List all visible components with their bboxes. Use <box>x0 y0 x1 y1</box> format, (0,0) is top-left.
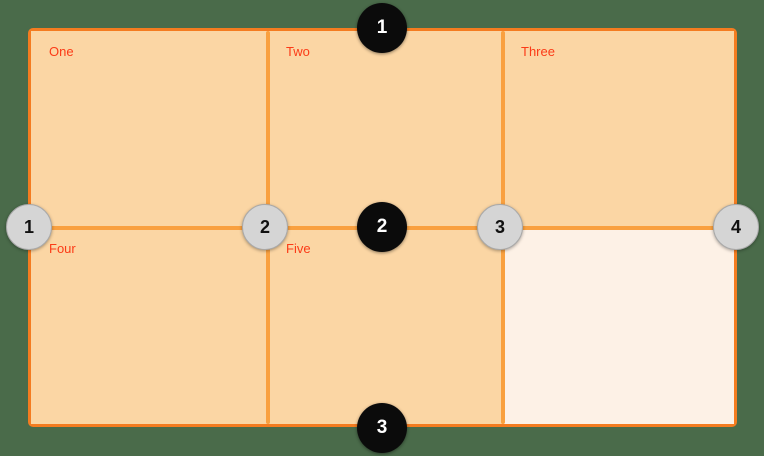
row-node-2-label: 2 <box>259 216 270 237</box>
cell-label-three: Three <box>521 44 555 59</box>
row-node-2[interactable]: 2 <box>242 204 288 250</box>
cell-label-two: Two <box>286 44 310 59</box>
row-node-3-label: 3 <box>494 216 505 237</box>
column-node-2-label: 2 <box>376 216 388 237</box>
row-node-1[interactable]: 1 <box>6 204 52 250</box>
cell-one[interactable]: One <box>31 31 268 228</box>
row-node-4-label: 4 <box>730 216 741 237</box>
row-node-3[interactable]: 3 <box>477 204 523 250</box>
column-node-1-label: 1 <box>376 17 388 38</box>
cell-two[interactable]: Two <box>268 31 503 228</box>
cell-four[interactable]: Four <box>31 228 268 424</box>
cell-label-one: One <box>49 44 74 59</box>
row-node-4[interactable]: 4 <box>713 204 759 250</box>
column-node-3-label: 3 <box>376 417 388 438</box>
cell-label-four: Four <box>49 241 76 256</box>
column-node-1[interactable]: 1 <box>357 3 407 53</box>
cell-five[interactable]: Five <box>268 228 503 424</box>
column-node-2[interactable]: 2 <box>357 202 407 252</box>
grid-frame: One Two Three Four Five <box>28 28 737 427</box>
cell-empty[interactable] <box>503 228 734 424</box>
row-node-1-label: 1 <box>23 216 34 237</box>
column-node-3[interactable]: 3 <box>357 403 407 453</box>
cell-three[interactable]: Three <box>503 31 734 228</box>
cell-label-five: Five <box>286 241 311 256</box>
